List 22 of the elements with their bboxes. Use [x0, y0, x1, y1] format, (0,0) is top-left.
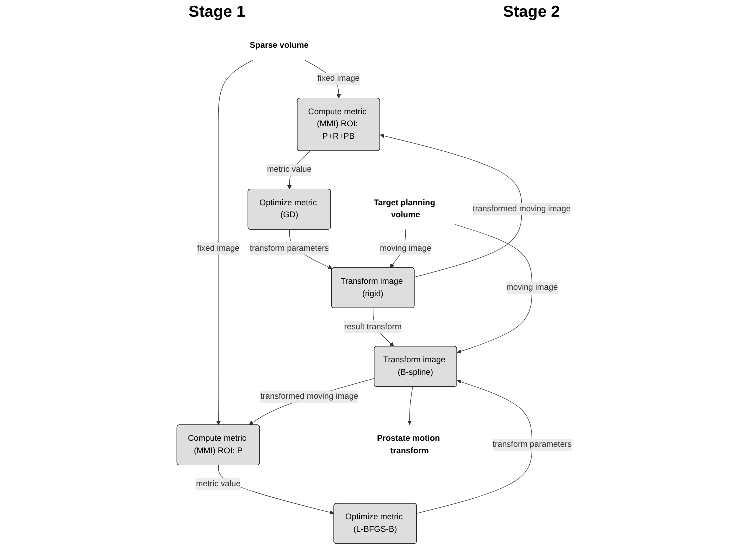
edge-label: transform parameters — [250, 244, 330, 253]
node-text: Target planning volume — [374, 198, 436, 220]
edge-label: moving image — [380, 244, 432, 253]
edge-label: result transform — [344, 322, 402, 332]
edge-label: transformed moving image — [260, 392, 359, 402]
arrow — [408, 386, 414, 426]
edge-label: fixed image — [318, 74, 360, 84]
arrow — [454, 224, 533, 354]
edge-label: fixed image — [197, 244, 240, 253]
stage-heading: Stage 2 — [503, 4, 560, 23]
edge-label: moving image — [506, 283, 558, 292]
node-text: Sparse volume — [250, 41, 309, 50]
arrow — [216, 60, 254, 426]
edge-label: transform parameters — [492, 440, 572, 450]
arrow — [416, 380, 533, 514]
edge-label: transformed moving image — [473, 204, 571, 214]
edge-label: metric value — [267, 165, 312, 174]
edge-label: metric value — [196, 480, 241, 489]
stage-heading: Stage 1 — [188, 4, 246, 23]
arrow — [249, 378, 375, 426]
arrow — [380, 134, 522, 278]
node-text: Prostate motion transform — [377, 434, 440, 456]
